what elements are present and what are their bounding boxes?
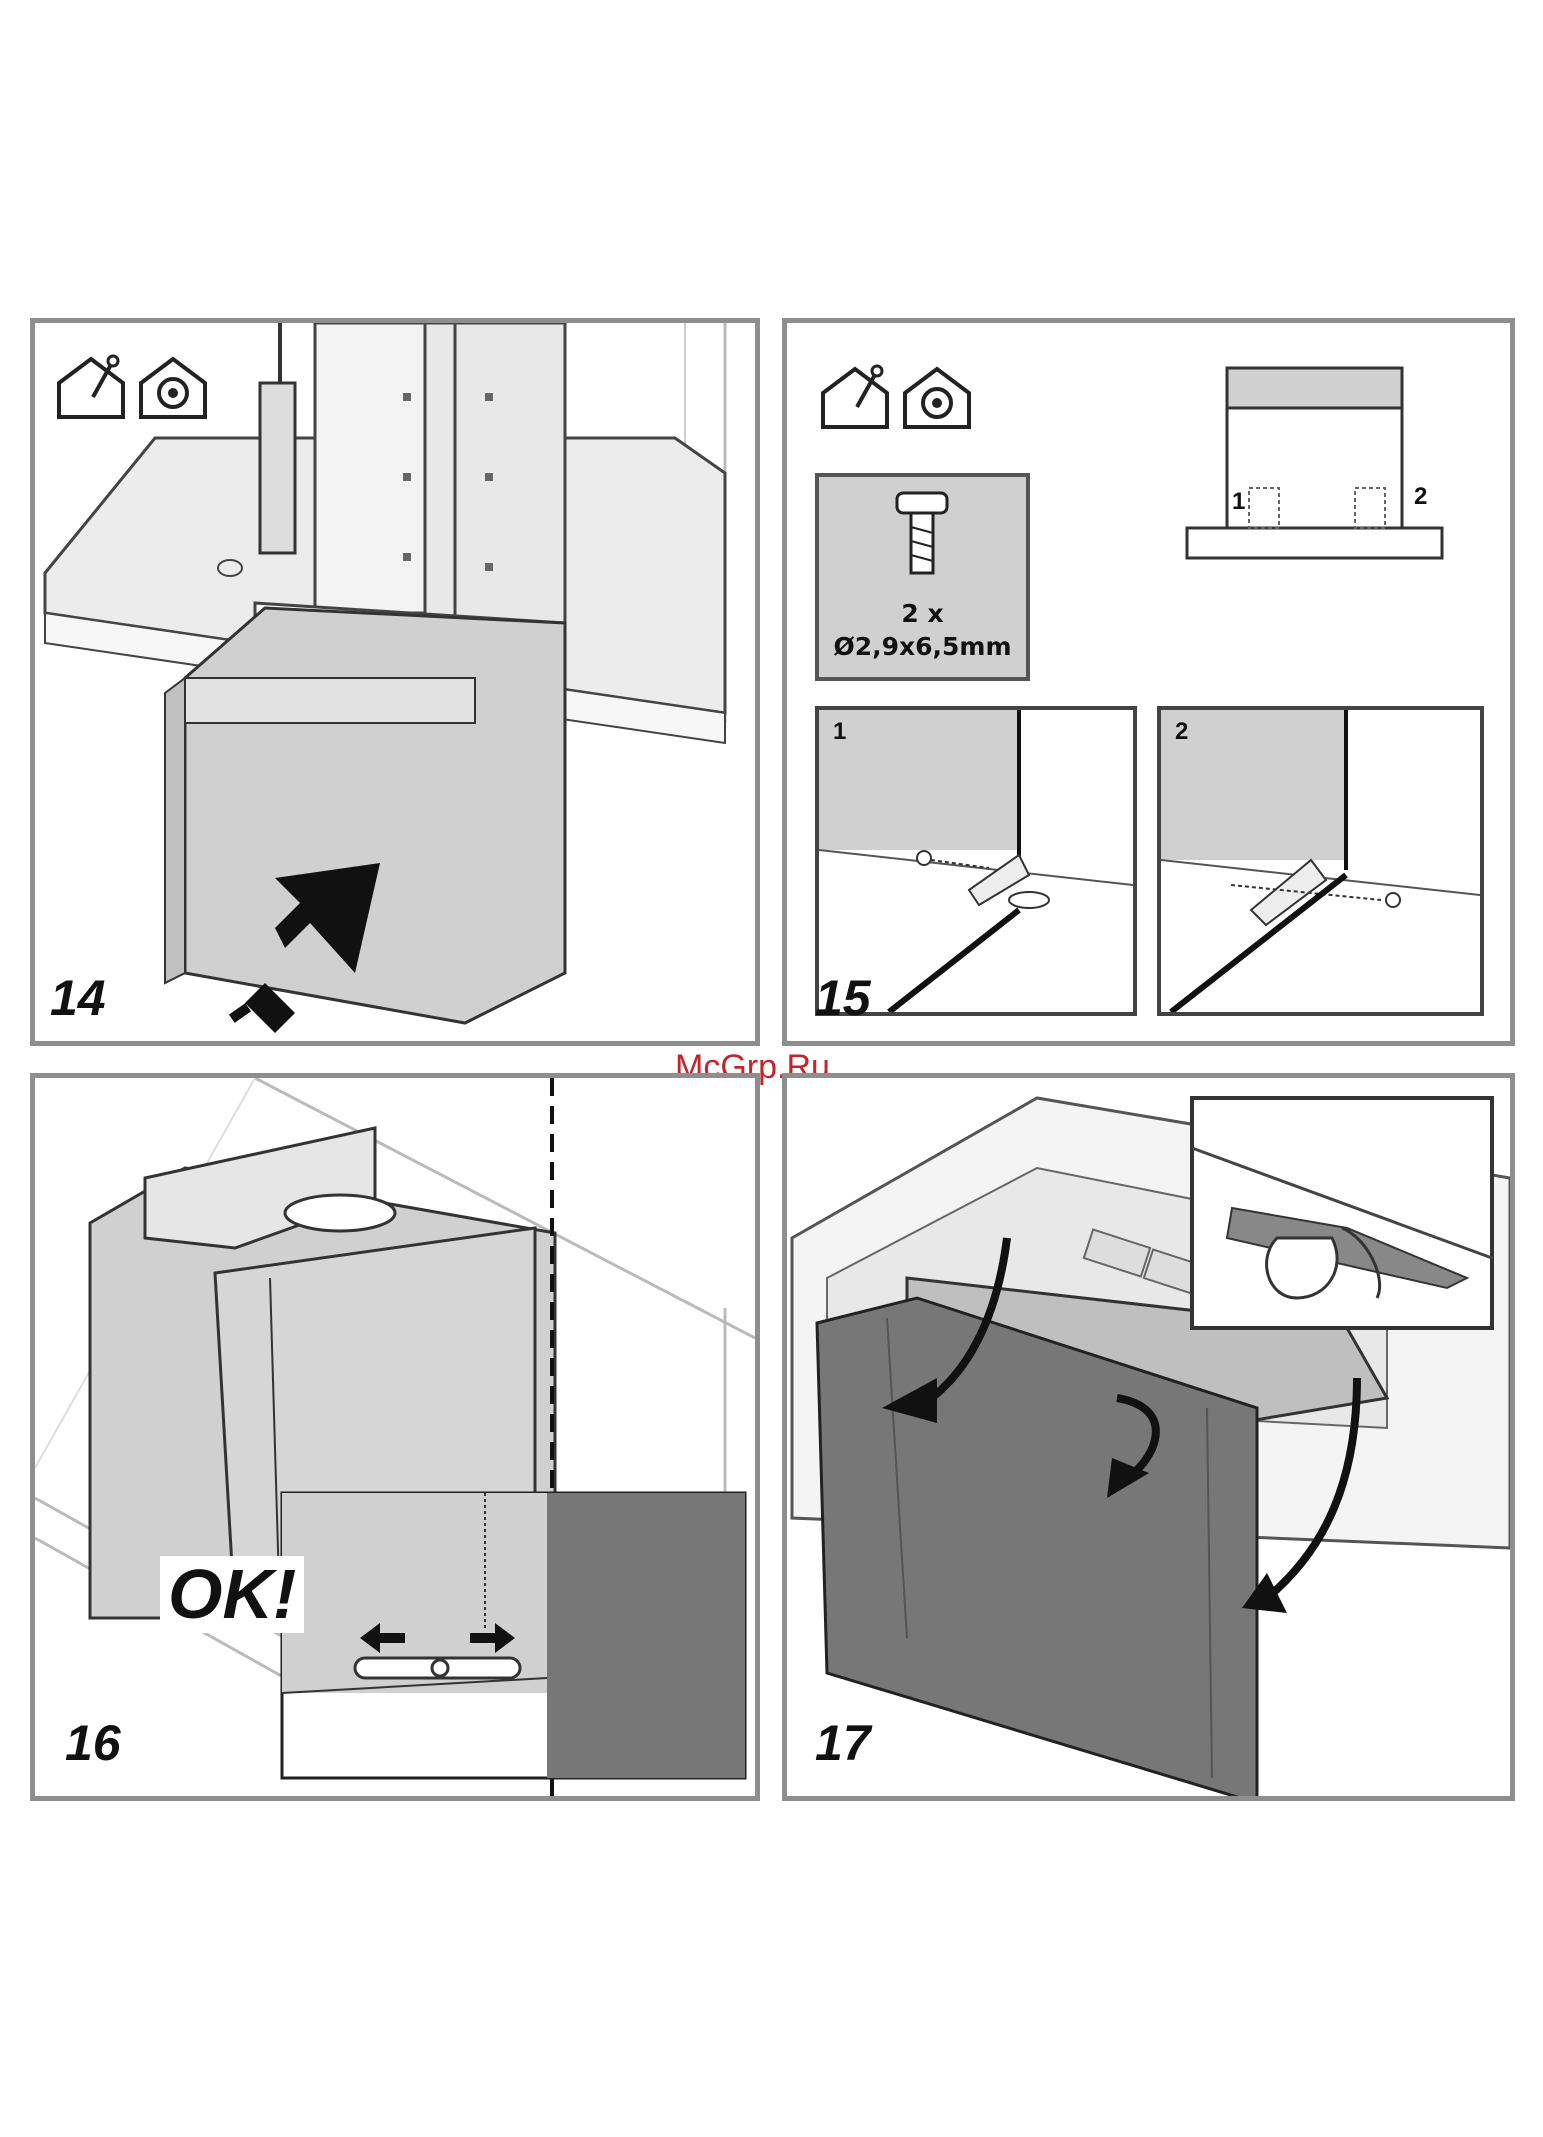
step-16-panel: OK! 16 xyxy=(30,1073,760,1801)
step-number: 17 xyxy=(815,1718,871,1768)
subpanel-label: 1 xyxy=(833,718,846,746)
step-14-illustration xyxy=(35,323,755,1041)
screw-size: Ø2,9x6,5mm xyxy=(819,632,1026,661)
screw-quantity: 2 x xyxy=(819,599,1026,628)
step-17-panel: 17 xyxy=(782,1073,1515,1801)
position-label-1: 1 xyxy=(1232,488,1245,516)
screw-detail-1-illustration xyxy=(819,710,1133,1012)
step-number: 15 xyxy=(815,973,871,1023)
step-number: 14 xyxy=(50,973,106,1023)
subpanel-label: 2 xyxy=(1175,718,1188,746)
screw-icon xyxy=(819,487,1026,597)
ok-confirmation-label: OK! xyxy=(160,1556,304,1633)
step-number: 16 xyxy=(65,1718,121,1768)
screw-detail-2-illustration xyxy=(1161,710,1480,1012)
screw-spec-box: 2 x Ø2,9x6,5mm xyxy=(815,473,1030,681)
step-14-panel: 14 xyxy=(30,318,760,1046)
position-label-2: 2 xyxy=(1414,483,1427,511)
chimney-position-diagram xyxy=(1127,363,1477,593)
step-16-illustration xyxy=(35,1078,755,1796)
step-17-illustration xyxy=(787,1078,1510,1796)
subpanel-2: 2 xyxy=(1157,706,1484,1016)
step-15-panel: 2 x Ø2,9x6,5mm 1 2 1 15 xyxy=(782,318,1515,1046)
